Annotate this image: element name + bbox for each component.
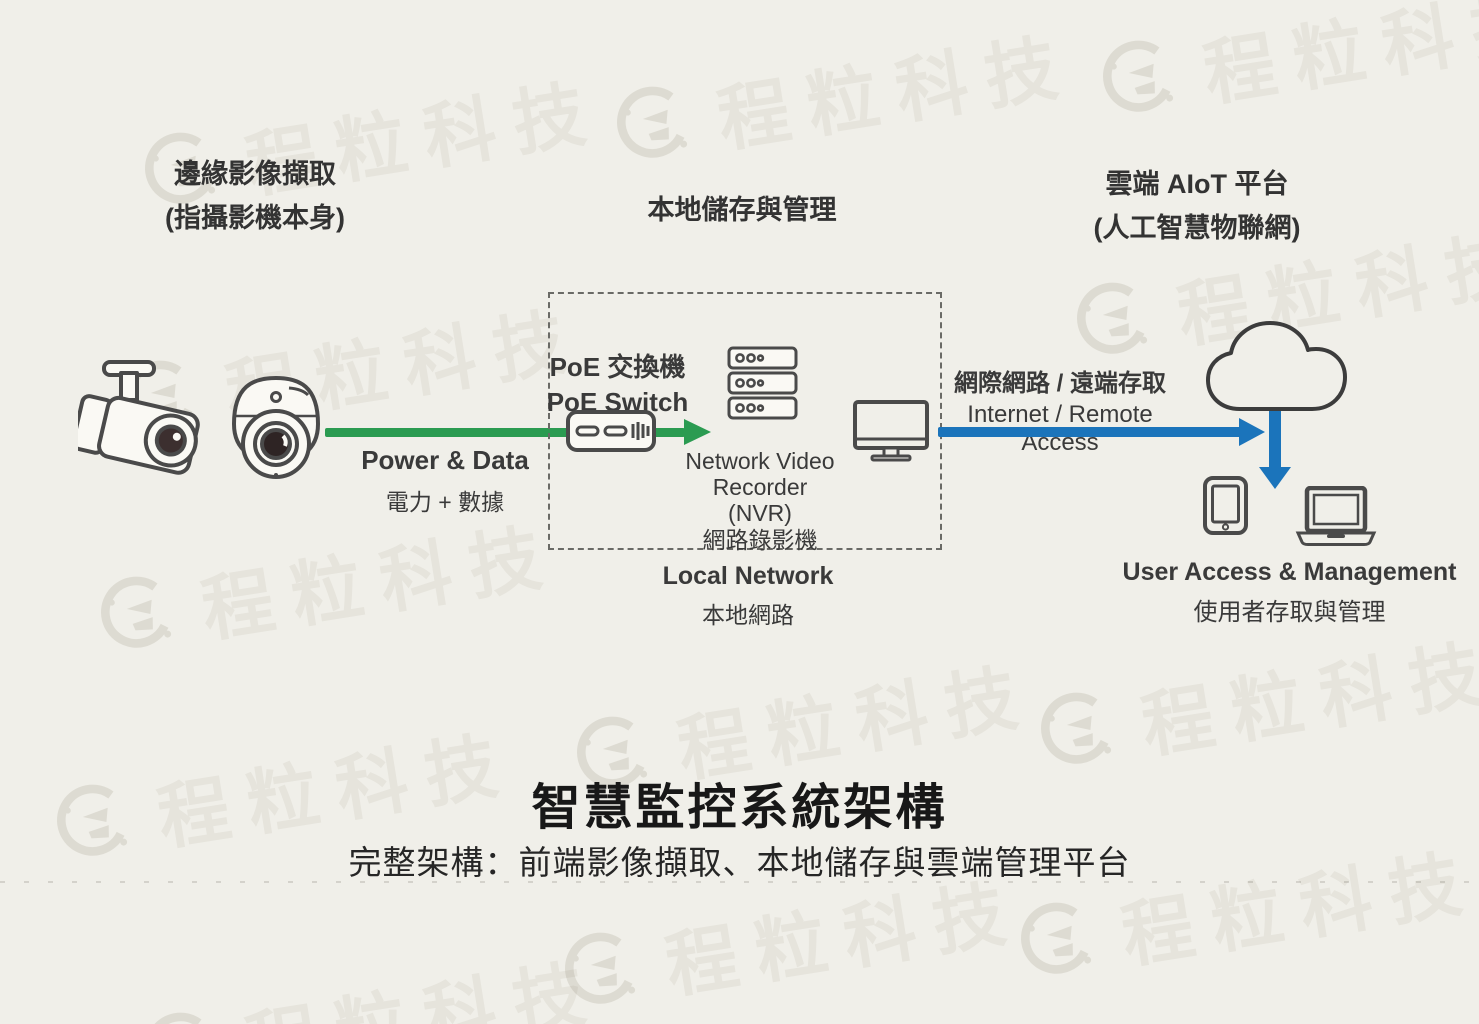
nvr-label-line3: (NVR) [728,500,792,526]
watermark-logo-icon [100,576,172,648]
power-data-label: Power & Data 電力 + 數據 [320,445,570,517]
watermark-text: 程粒科技 [196,516,565,652]
watermark-logo-icon [1102,40,1174,112]
local-network-label-en: Local Network [662,562,834,590]
watermark-logo-icon [1020,902,1092,974]
monitor-icon [853,400,929,462]
nvr-label-line1: Network Video [685,448,835,474]
section-title-local: 本地儲存與管理 [572,188,912,232]
poe-switch-icon [566,410,656,452]
edge-title-line1: 邊緣影像擷取 [174,159,336,189]
laptop-icon [1294,486,1378,547]
bullet-camera-icon [78,358,220,492]
watermark: 程粒科技 [1031,612,1479,788]
watermark-logo-icon [1040,692,1112,764]
watermark-text: 程粒科技 [1136,632,1479,768]
local-network-box [548,292,942,550]
section-title-edge: 邊緣影像擷取 (指攝影機本身) [85,152,425,240]
watermark: 程粒科技 [607,6,1082,182]
user-access-label: User Access & Management 使用者存取與管理 [1100,558,1479,627]
nvr-label-zh: 網路錄影機 [702,527,818,553]
power-data-arrowhead [684,419,711,445]
watermark-text: 程粒科技 [712,26,1081,162]
watermark: 程粒科技 [1093,0,1479,137]
edge-title-line2: (指攝影機本身) [165,203,345,233]
internet-arrow-line [938,427,1241,437]
cloud-title-line1: 雲端 AIoT 平台 [1105,169,1289,199]
nvr-label-line2: Recorder [712,474,808,500]
nvr-label: Network Video Recorder (NVR) 網路錄影機 [660,448,860,554]
watermark-text: 程粒科技 [1198,0,1479,116]
local-title-line1: 本地儲存與管理 [647,195,837,225]
cloud-title-line2: (人工智慧物聯網) [1093,213,1301,243]
internet-label: 網際網路 / 遠端存取 Internet / Remote Access [930,363,1190,457]
watermark-logo-icon [616,86,688,158]
user-access-label-zh: 使用者存取與管理 [1193,599,1386,626]
user-access-label-en: User Access & Management [1122,558,1457,586]
internet-arrowhead [1239,418,1265,446]
power-data-label-en: Power & Data [361,445,529,475]
section-title-cloud: 雲端 AIoT 平台 (人工智慧物聯網) [1022,162,1372,250]
watermark-text: 程粒科技 [240,952,609,1024]
power-data-label-zh: 電力 + 數據 [385,489,505,515]
cloud-download-arrowhead [1259,467,1291,489]
internet-label-zh: 網際網路 / 遠端存取 [953,370,1166,397]
watermark: 程粒科技 [91,496,566,672]
watermark: 程粒科技 [135,932,610,1024]
watermark-logo-icon [1076,282,1148,354]
nvr-server-icon [727,346,798,420]
local-network-label: Local Network 本地網路 [648,562,848,630]
smartphone-icon [1203,476,1248,535]
watermark-logo-icon [564,932,636,1004]
texture-line [0,881,1479,883]
poe-switch-label-zh: PoE 交換機 [549,352,686,382]
local-network-label-zh: 本地網路 [702,602,794,628]
power-data-arrow-line [325,428,685,437]
poe-switch-label: PoE 交換機 PoE Switch [545,347,690,418]
cloud-icon [1203,316,1349,415]
cloud-download-arrow-line [1269,411,1281,469]
diagram-subtitle: 完整架構：前端影像擷取、本地儲存與雲端管理平台 [348,844,1131,881]
diagram-title: 智慧監控系統架構 [531,781,948,835]
watermark-logo-icon [144,1012,213,1024]
dome-camera-icon [226,372,326,486]
